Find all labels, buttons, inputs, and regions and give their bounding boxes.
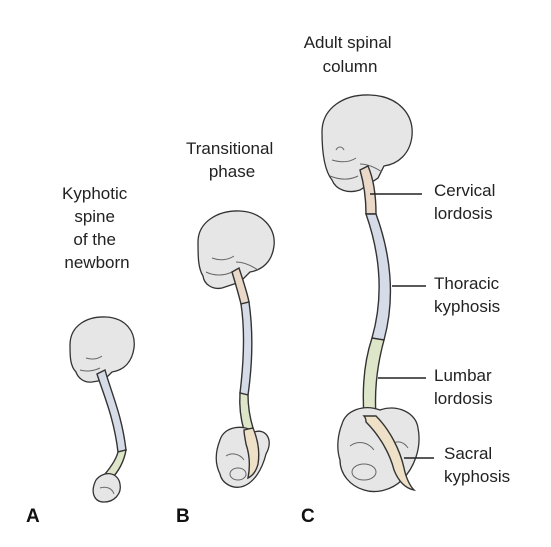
panel-c-adult: Adult spinal column Cervi — [301, 33, 510, 527]
label-thoracic-kyphosis: Thoracic kyphosis — [434, 274, 504, 316]
label-lumbar-lordosis: Lumbar lordosis — [434, 366, 496, 408]
transitional-pelvis-icon — [215, 426, 270, 488]
adult-skull-icon — [321, 94, 413, 193]
transitional-thoracic-segment — [239, 301, 253, 396]
newborn-thoracic-segment — [96, 368, 127, 453]
panel-a-letter: A — [26, 506, 40, 527]
panel-b-transitional: Transitional phase B — [176, 139, 278, 527]
panel-c-letter: C — [301, 506, 315, 527]
panel-b-letter: B — [176, 506, 190, 527]
newborn-skull-icon — [69, 316, 135, 383]
label-cervical-lordosis: Cervical lordosis — [434, 181, 500, 223]
transitional-sacrum — [243, 427, 260, 480]
transitional-lumbar-segment — [239, 392, 254, 431]
panel-b-title: Transitional phase — [186, 139, 278, 181]
label-sacral-kyphosis: Sacral kyphosis — [444, 444, 510, 486]
panel-c-title: Adult spinal column — [304, 33, 397, 76]
panel-a-title: Kyphotic spine of the newborn — [62, 184, 132, 272]
panel-a-newborn: Kyphotic spine of the newborn A — [26, 184, 135, 527]
adult-thoracic-segment — [365, 213, 392, 341]
newborn-pelvis-icon — [92, 473, 121, 503]
adult-sacrum — [362, 415, 417, 492]
adult-lumbar-segment — [362, 337, 385, 417]
transitional-skull-icon — [197, 210, 275, 290]
